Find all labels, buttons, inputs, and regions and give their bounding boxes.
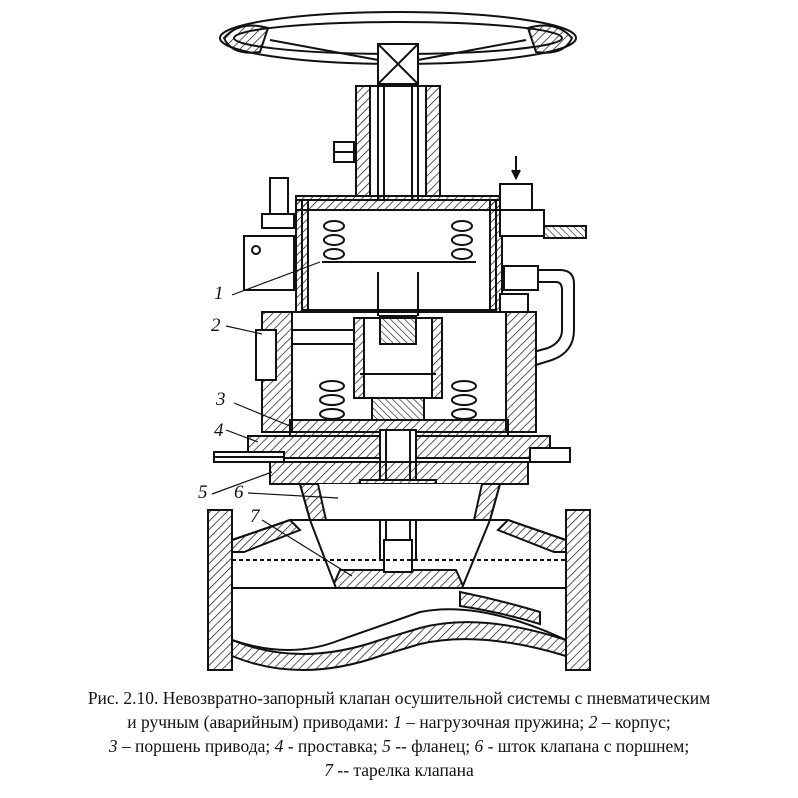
caption-text-7: -- тарелка клапана: [333, 760, 474, 780]
caption-line-3: 3 – поршень привода; 4 - проставка; 5 --…: [10, 734, 788, 758]
caption-num-2: 2: [588, 712, 598, 732]
piston-springs: [319, 380, 477, 420]
spring-cylinder: [295, 195, 503, 313]
caption-num-5: 5: [382, 736, 391, 756]
callout-7: 7: [250, 506, 261, 527]
load-spring-upper: [323, 220, 473, 260]
handwheel: [219, 11, 577, 85]
valve-body: [207, 509, 591, 671]
left-fitting: [243, 177, 295, 291]
caption-num-1: 1: [393, 712, 402, 732]
callout-5: 5: [198, 482, 208, 503]
callout-6: 6: [234, 482, 244, 503]
valve-disc: [330, 539, 466, 589]
caption-text-4: - проставка;: [283, 736, 383, 756]
caption-text-5: -- фланец;: [390, 736, 475, 756]
caption-text-1: – нагрузочная пружина;: [401, 712, 589, 732]
caption-text-3: – поршень привода;: [117, 736, 275, 756]
leader-lines: [211, 261, 353, 577]
valve-drawing: 1 2 3 4 5 6 7: [198, 11, 591, 671]
callout-4: 4: [214, 420, 224, 441]
caption-line-2: и ручным (аварийным) приводами: 1 – нагр…: [10, 710, 788, 734]
caption-num-6: 6: [474, 736, 484, 756]
caption-text-6: - шток клапана с поршнем;: [483, 736, 690, 756]
caption-num-3: 3: [108, 736, 118, 756]
callout-1: 1: [214, 283, 224, 304]
callout-3: 3: [215, 389, 226, 410]
caption-intro: и ручным (аварийным) приводами:: [127, 712, 394, 732]
bonnet-flange: [269, 461, 529, 521]
inner-cup: [353, 272, 443, 399]
figure-caption: Рис. 2.10. Невозвратно-запорный клапан о…: [10, 686, 788, 782]
caption-num-7: 7: [324, 760, 334, 780]
caption-line-4: 7 -- тарелка клапана: [10, 758, 788, 782]
caption-num-4: 4: [274, 736, 284, 756]
caption-text-2: – корпус;: [597, 712, 671, 732]
callout-2: 2: [211, 315, 221, 336]
drive-piston: [289, 397, 509, 437]
caption-line-1: Рис. 2.10. Невозвратно-запорный клапан о…: [87, 688, 711, 708]
